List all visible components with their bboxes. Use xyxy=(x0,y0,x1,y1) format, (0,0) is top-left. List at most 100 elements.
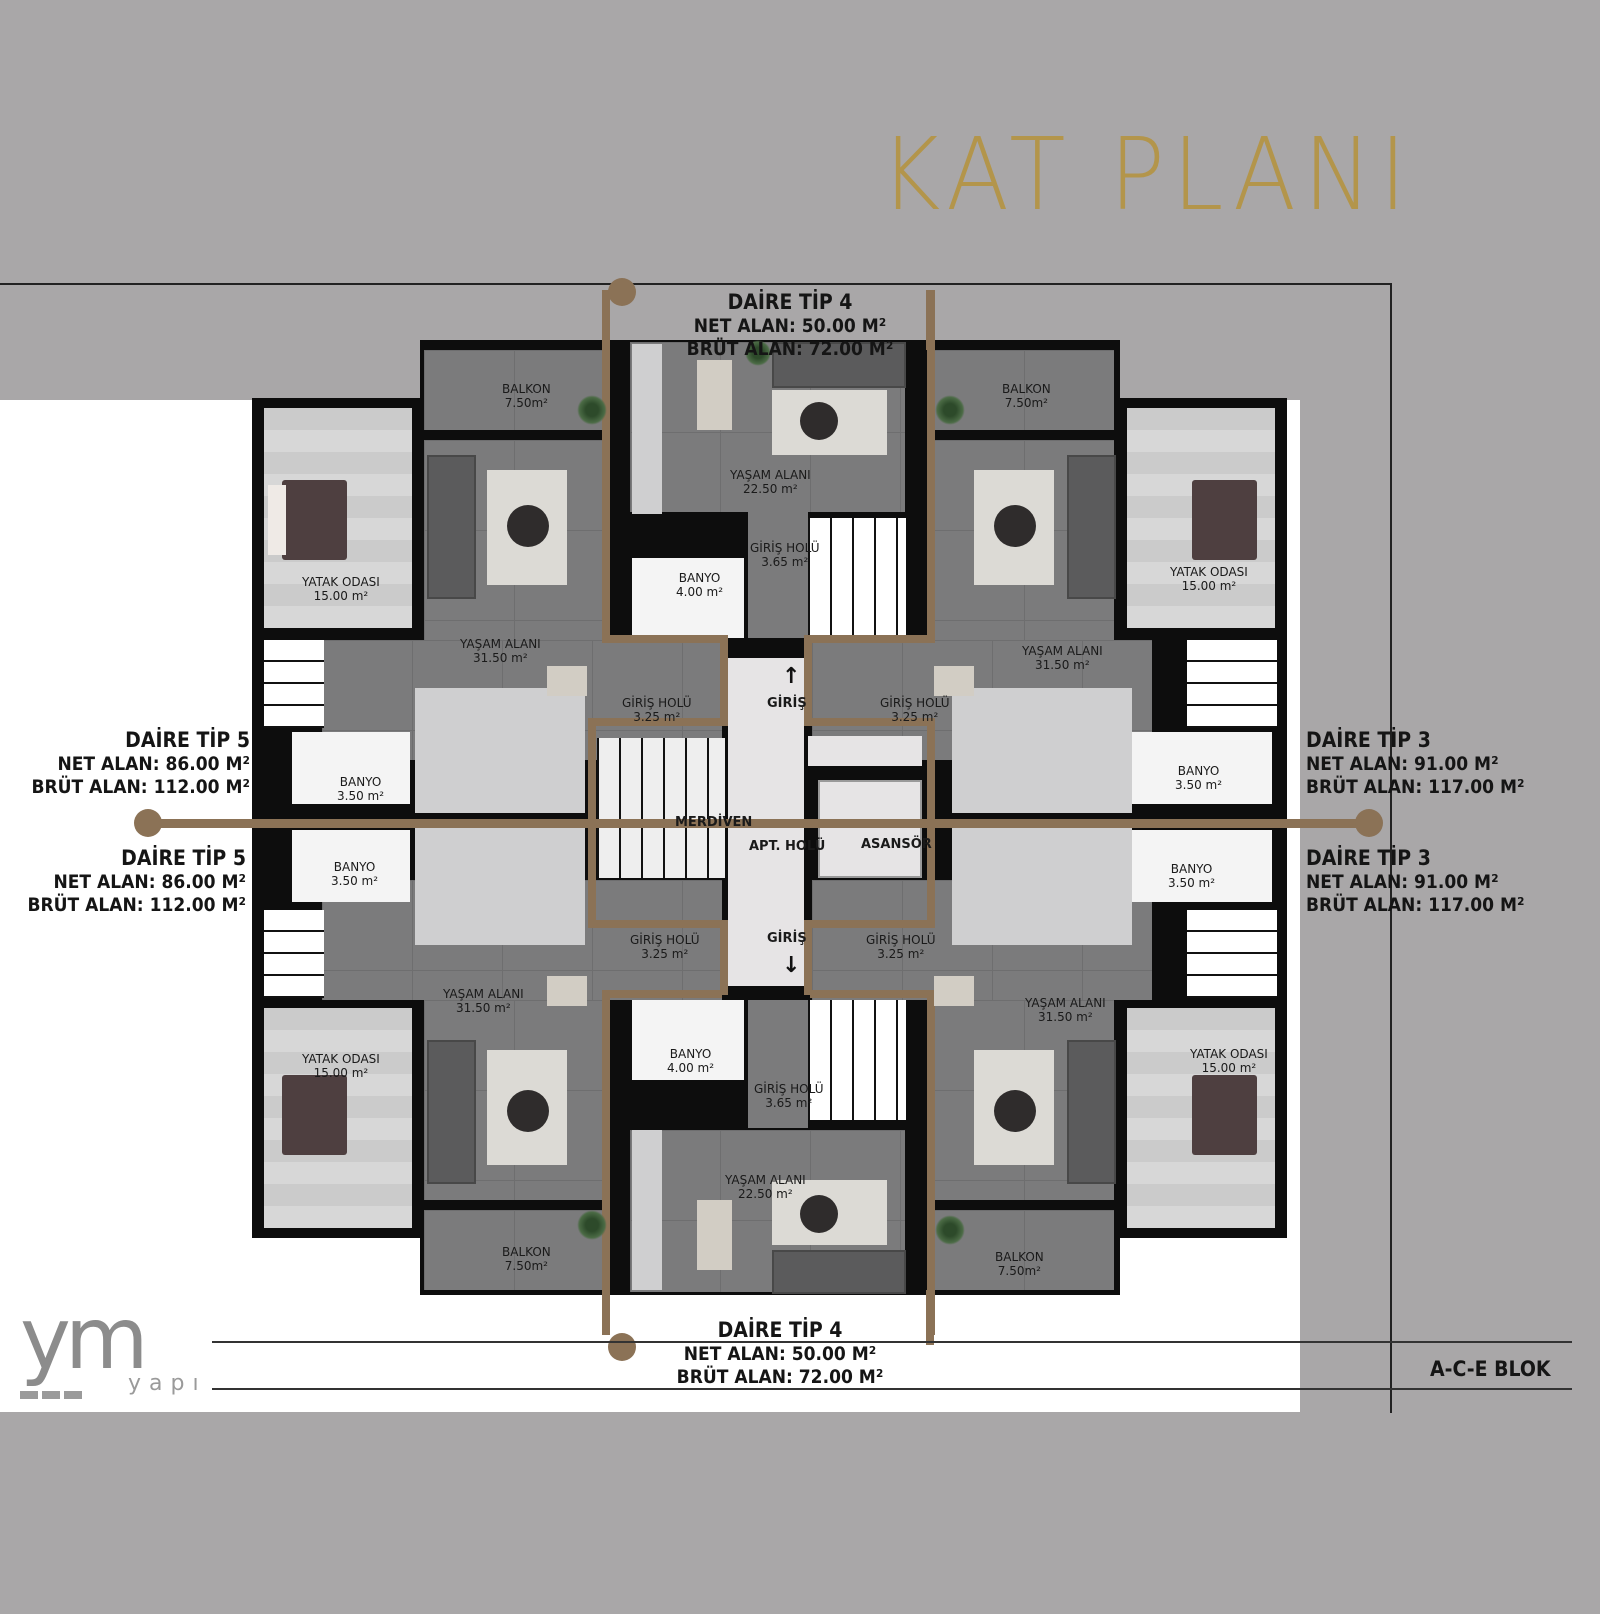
core-wall-bl xyxy=(720,920,728,995)
company-logo: ym yapı xyxy=(20,1289,199,1399)
plant-tr xyxy=(935,395,965,425)
balcony-bl-floor xyxy=(424,1210,604,1290)
stairs-top xyxy=(808,518,906,638)
unit-label-right-upper: DAİRE TİP 3 NET ALAN: 91.00 M² BRÜT ALAN… xyxy=(1306,728,1525,798)
bed-bl xyxy=(282,1075,347,1155)
unit-label-left-lower: DAİRE TİP 5 NET ALAN: 86.00 M² BRÜT ALAN… xyxy=(27,846,246,916)
balcony-tl-floor xyxy=(424,350,604,430)
arrow-down-icon: ↓ xyxy=(782,953,801,978)
core-elevator-label: ASANSÖR xyxy=(861,837,932,852)
divider-end-dot-bottom xyxy=(608,1333,636,1361)
page-title: KAT PLANI xyxy=(880,116,1414,233)
unit-divider-top-left xyxy=(602,290,610,640)
core-wall-tl xyxy=(720,635,728,725)
stairs-br xyxy=(1187,910,1277,998)
core-hall-label: APT. HOLÜ xyxy=(749,839,826,854)
bath-bottom xyxy=(632,1000,744,1080)
core-entry-top-label: GİRİŞ xyxy=(767,696,807,711)
divider-stub-top-right xyxy=(926,290,934,350)
elevator xyxy=(818,780,922,878)
unit-divider-bottom-h-right xyxy=(810,990,935,998)
divider-end-dot-left xyxy=(134,809,162,837)
unit-divider-top-right xyxy=(927,290,935,640)
sofa-bottom xyxy=(772,1250,906,1294)
dining-table-br xyxy=(934,976,974,1006)
dining-table-bl xyxy=(547,976,587,1006)
core-wall-top-left xyxy=(588,718,728,726)
elevator-shaft xyxy=(808,736,922,766)
bath-ll xyxy=(292,830,410,902)
unit-divider-top-h-right xyxy=(810,635,935,643)
plant-bl xyxy=(577,1210,607,1240)
plant-top xyxy=(745,340,771,366)
kitchen-top xyxy=(632,344,662,514)
bed-tr xyxy=(1192,480,1257,560)
coffee-table-bottom xyxy=(800,1195,838,1233)
core-wall-top-right xyxy=(804,718,934,726)
arrow-up-icon: ↑ xyxy=(782,664,801,689)
unit-divider-horizontal xyxy=(146,819,1368,828)
coffee-table-tl xyxy=(507,505,549,547)
core-entry-bottom-label: GİRİŞ xyxy=(767,931,807,946)
entry-bottom-floor xyxy=(748,1000,808,1128)
logo-bars xyxy=(20,1391,82,1399)
divider-stub-bottom-right xyxy=(926,1290,934,1345)
plant-tl xyxy=(577,395,607,425)
unit-label-top: DAİRE TİP 4 NET ALAN: 50.00 M² BRÜT ALAN… xyxy=(686,290,894,360)
unit-divider-bottom-right xyxy=(927,990,935,1335)
pillow-tl xyxy=(268,485,286,555)
coffee-table-tr xyxy=(994,505,1036,547)
logo-mark: ym xyxy=(20,1289,149,1389)
core-stairs xyxy=(597,738,725,878)
stairs-bottom xyxy=(808,1000,906,1120)
plant-br xyxy=(935,1215,965,1245)
entry-top-floor xyxy=(748,512,808,638)
unit-divider-bottom-h-left xyxy=(602,990,722,998)
dining-table-tl xyxy=(547,666,587,696)
core-stairs-label: MERDİVEN xyxy=(675,815,753,830)
coffee-table-br xyxy=(994,1090,1036,1132)
kitchen-bl xyxy=(415,820,585,945)
footer-line-bottom xyxy=(212,1388,1572,1390)
sofa-tl xyxy=(427,455,476,599)
bath-ru xyxy=(1132,732,1272,804)
logo-subtitle: yapı xyxy=(128,1371,207,1396)
bed-br xyxy=(1192,1075,1257,1155)
coffee-table-top xyxy=(800,402,838,440)
unit-label-left-upper: DAİRE TİP 5 NET ALAN: 86.00 M² BRÜT ALAN… xyxy=(31,728,250,798)
stairs-tl xyxy=(264,640,324,728)
dining-table-bottom xyxy=(697,1200,732,1270)
core-wall-bottom-left xyxy=(588,920,728,928)
balcony-br-floor xyxy=(934,1210,1114,1290)
kitchen-br xyxy=(952,820,1132,945)
balcony-tr-floor xyxy=(934,350,1114,430)
floor-plan xyxy=(252,290,1287,1335)
unit-divider-top-h-left xyxy=(602,635,722,643)
core-wall-bottom-right xyxy=(804,920,934,928)
stairs-tr xyxy=(1187,640,1277,728)
kitchen-tr xyxy=(952,688,1132,813)
dining-table-top xyxy=(697,360,732,430)
unit-label-bottom: DAİRE TİP 4 NET ALAN: 50.00 M² BRÜT ALAN… xyxy=(676,1318,884,1388)
